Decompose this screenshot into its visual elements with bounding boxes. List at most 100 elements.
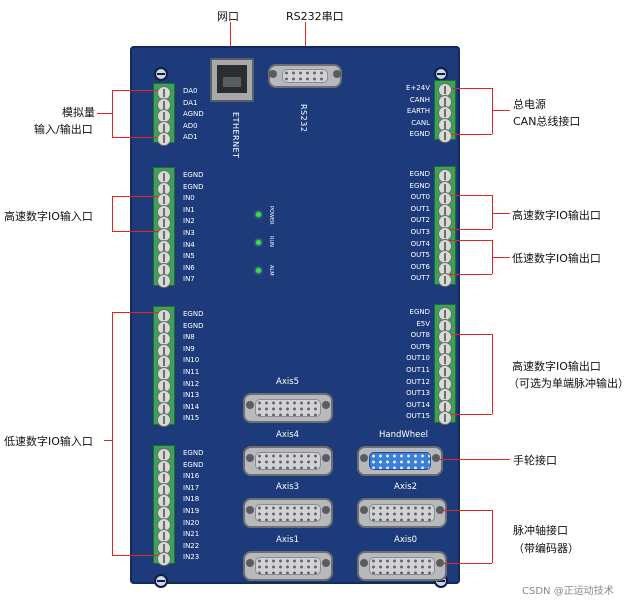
terminal-pin-icon [438,129,452,144]
axis5-connector [243,393,333,423]
pin-label: AGND [183,110,204,119]
pin-label: OUT3 [410,228,430,236]
pin-label: IN12 [183,379,200,388]
terminal-pin-icon [438,250,452,265]
pin-label: OUT14 [406,400,430,409]
terminal-pin-icon [157,367,171,381]
pin-label: OUT11 [406,366,430,374]
power-led-label: POWER [268,206,274,225]
pin-label: OUT1 [410,204,430,213]
terminal-pin-icon [157,120,171,135]
pin-label: OUT10 [406,354,430,363]
alm-led-label: ALM [268,265,274,276]
pin-label: AD0 [183,121,198,130]
pin-label: IN6 [183,263,195,272]
pin-label: IN18 [183,495,200,504]
terminal-pin-icon [157,552,171,567]
pin-label: EGND [183,449,204,457]
axis0-label: Axis0 [394,535,418,545]
terminal-pin-icon [438,411,452,426]
rs232-port-label: RS232串口 [286,10,344,23]
pin-label: OUT7 [410,274,430,283]
pin-label: EGND [183,460,204,469]
axis4-connector [243,446,333,476]
pin-label: EGND [409,308,430,316]
pin-label: IN19 [183,507,200,515]
pin-label: IN8 [183,333,195,342]
pin-label: IN7 [183,275,195,284]
terminal-pin-icon [157,132,171,147]
pin-label: EARTH [406,107,430,116]
terminal-pin-icon [438,273,452,288]
pin-label: E5V [416,319,430,328]
hs-output-label: 高速数字IO输出口 [512,209,601,222]
pin-label: EGND [183,182,204,191]
leader-rs232 [305,22,306,66]
pin-label: IN9 [183,344,195,353]
pin-label: E+24V [406,84,430,92]
pin-label: EGND [183,310,204,318]
handwheel-connector [357,446,443,476]
pin-label: OUT15 [406,412,430,421]
ethernet-port [210,58,254,102]
pin-label: OUT13 [406,389,430,398]
terminal-pin-icon [157,390,171,405]
pin-label: IN20 [183,518,200,527]
pin-label: OUT0 [410,193,430,202]
pin-label: EGND [183,171,204,179]
axis4-label: Axis4 [276,430,300,440]
handwheel-label: HandWheel [379,430,428,440]
pin-label: EGND [183,321,204,330]
pin-label: OUT8 [410,331,430,340]
hs-output2-label-line1: 高速数字IO输出口 [512,360,601,373]
screw-icon [154,574,168,588]
axis1-label: Axis1 [276,535,300,545]
pin-label: IN2 [183,217,195,226]
pin-label: IN21 [183,530,200,539]
handwheel-annotation: 手轮接口 [513,454,557,467]
rs232-connector [268,64,342,88]
pin-label: IN16 [183,472,200,481]
screw-icon [154,67,168,81]
pin-label: IN14 [183,402,200,411]
screw-icon [434,67,448,81]
pin-label: OUT4 [410,239,430,248]
network-port-label: 网口 [217,10,239,23]
pin-label: OUT12 [406,377,430,386]
pin-label: IN1 [183,205,195,214]
pin-label: OUT9 [410,342,430,351]
pin-label: IN17 [183,483,200,492]
pin-label: IN0 [183,194,195,203]
ethernet-label: ETHERNET [231,112,240,159]
pin-label: EGND [409,170,430,178]
pin-label: IN13 [183,391,200,400]
pin-label: CANL [411,118,430,127]
axis0-connector [357,551,447,581]
terminal-pin-icon [438,117,452,132]
ls-input-label: 低速数字IO输入口 [4,435,93,448]
run-led-label: RUN [268,236,274,247]
pin-label: CANH [409,95,430,104]
terminal-pin-icon [157,413,171,428]
hs-output2-label-line2: （可选为单端脉冲输出） [508,377,629,390]
pin-label: IN11 [183,368,200,376]
analog-label-line2: 输入/输出口 [34,123,93,136]
axis2-connector [357,498,447,528]
pin-label: IN15 [183,414,200,423]
terminal-pin-icon [157,251,171,266]
rs232-label: RS232 [299,104,308,133]
pin-label: EGND [409,181,430,190]
hs-input-label: 高速数字IO输入口 [4,210,93,223]
power-label-line2: CAN总线接口 [513,115,581,128]
axis2-label: Axis2 [394,482,418,492]
pin-label: IN3 [183,229,195,237]
pin-label: OUT6 [410,262,430,271]
terminal-pin-icon [157,274,171,289]
axis3-label: Axis3 [276,482,300,492]
analog-label-line1: 模拟量 [62,106,95,119]
pin-label: IN5 [183,252,195,261]
axis1-connector [243,551,333,581]
pin-label: IN10 [183,356,200,365]
power-led [256,212,261,217]
controller-board [130,46,460,584]
